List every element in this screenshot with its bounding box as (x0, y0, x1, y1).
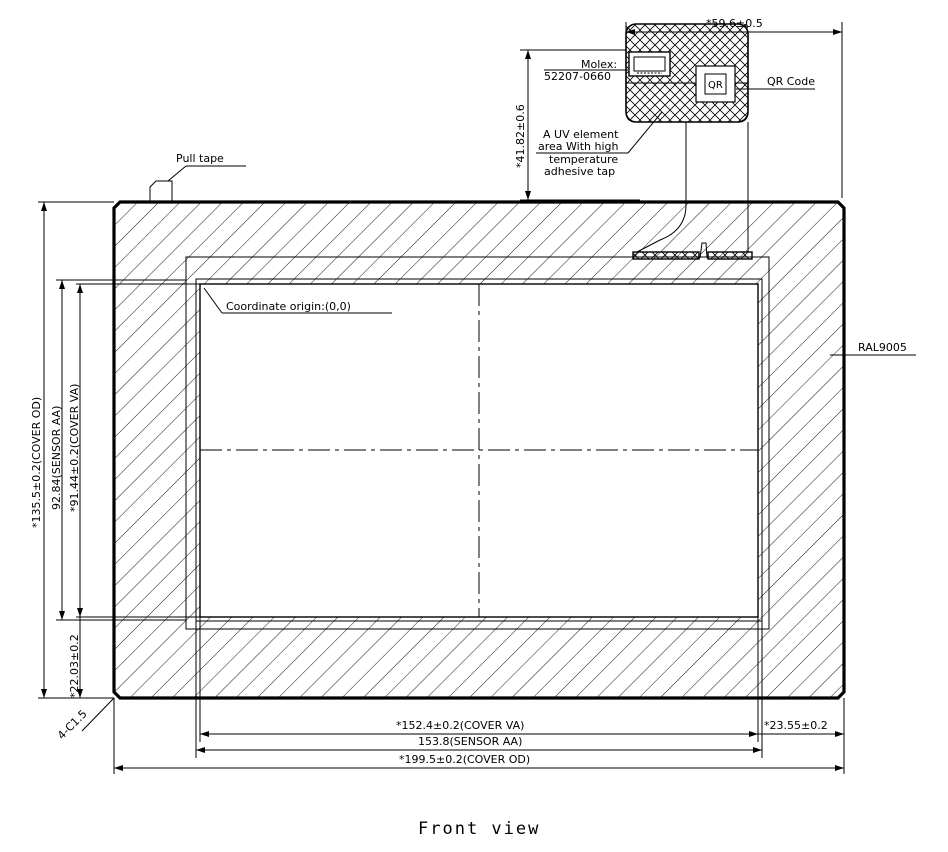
svg-text:52207-0660: 52207-0660 (544, 70, 611, 83)
pull-tape: Pull tape (149, 152, 246, 202)
svg-text:*135.5±0.2(COVER OD): *135.5±0.2(COVER OD) (30, 397, 43, 528)
fpc-cable: QR (625, 23, 753, 260)
svg-text:temperature: temperature (549, 153, 618, 166)
svg-text:adhesive tap: adhesive tap (544, 165, 615, 178)
svg-text:153.8(SENSOR AA): 153.8(SENSOR AA) (418, 735, 522, 748)
svg-text:area With high: area With high (538, 140, 619, 153)
svg-text:*152.4±0.2(COVER VA): *152.4±0.2(COVER VA) (396, 719, 524, 732)
fpc-height-dimension: *41.82±0.6 (514, 49, 640, 201)
qr-code (695, 65, 736, 103)
svg-text:4-C1.5: 4-C1.5 (55, 707, 90, 742)
svg-text:QR Code: QR Code (767, 75, 815, 88)
chamfer-callout: 4-C1.5 (55, 697, 115, 742)
uv-element-note: A UV element area With high temperature … (536, 111, 663, 178)
svg-text:*41.82±0.6: *41.82±0.6 (514, 104, 527, 168)
molex-callout: Molex: 52207-0660 (544, 58, 628, 83)
svg-text:Coordinate origin:(0,0): Coordinate origin:(0,0) (226, 300, 351, 313)
svg-text:*23.55±0.2: *23.55±0.2 (764, 719, 828, 732)
fpc-width-dimension: *59.6±0.5 (625, 17, 843, 198)
left-height-dimensions: *135.5±0.2(COVER OD) 92.84(SENSOR AA) *9… (30, 201, 200, 699)
svg-text:*22.03±0.2: *22.03±0.2 (68, 634, 81, 698)
qr-code-callout: QR Code (736, 75, 815, 90)
svg-text:*91.44±0.2(COVER VA): *91.44±0.2(COVER VA) (68, 384, 81, 512)
svg-text:92.84(SENSOR AA): 92.84(SENSOR AA) (50, 406, 63, 510)
svg-text:*199.5±0.2(COVER OD): *199.5±0.2(COVER OD) (399, 753, 530, 766)
svg-text:QR: QR (708, 80, 723, 91)
view-title: Front view (418, 819, 540, 839)
coordinate-origin-callout: Coordinate origin:(0,0) (203, 287, 392, 314)
svg-text:A UV element: A UV element (543, 128, 619, 141)
molex-connector (628, 51, 671, 77)
bottom-width-dimensions: *152.4±0.2(COVER VA) 153.8(SENSOR AA) *1… (113, 617, 845, 774)
svg-text:RAL9005: RAL9005 (858, 341, 907, 354)
ral-callout: RAL9005 (830, 341, 916, 356)
svg-text:*59.6±0.5: *59.6±0.5 (706, 17, 763, 30)
pull-tape-label: Pull tape (176, 152, 224, 165)
svg-text:Molex:: Molex: (581, 58, 617, 71)
sensor-aa-outline (185, 256, 770, 630)
